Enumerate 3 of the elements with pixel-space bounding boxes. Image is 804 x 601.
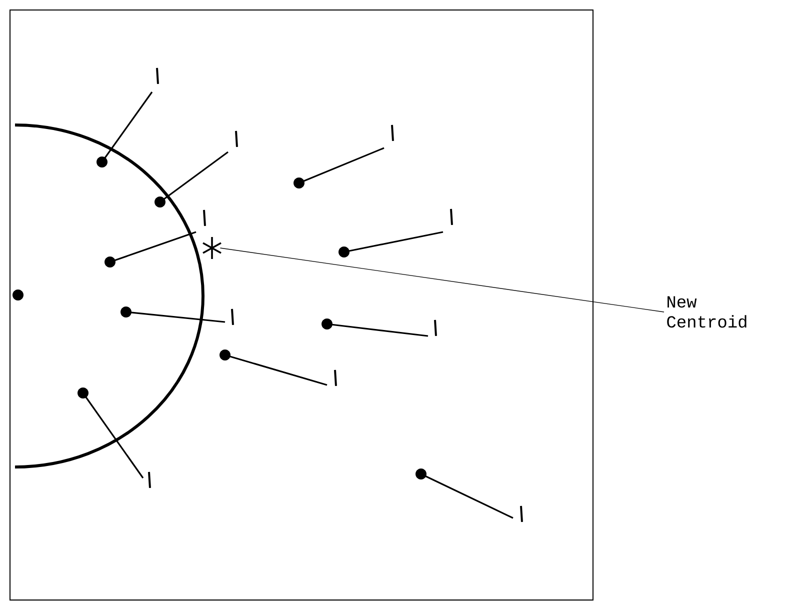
label-text: New Centroid xyxy=(667,296,746,328)
asterisk-mark xyxy=(202,236,222,260)
leader-line xyxy=(220,248,664,312)
